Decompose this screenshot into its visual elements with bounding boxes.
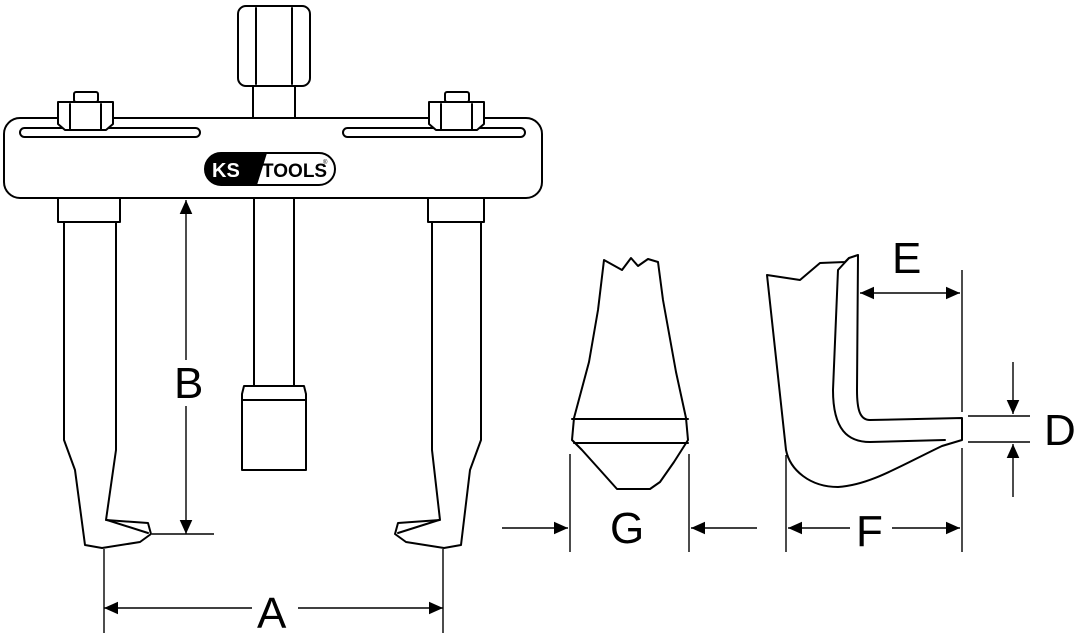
logo-ks-text: KS — [212, 160, 240, 182]
dimension-label-e: E — [892, 234, 921, 283]
logo-registered-mark: ® — [323, 159, 328, 166]
right-jaw — [394, 197, 485, 549]
jaw-front-view: G — [502, 257, 757, 553]
dimension-label-f: F — [856, 507, 883, 556]
dimension-label-a: A — [257, 589, 287, 638]
spindle-lower — [241, 197, 307, 471]
left-nut — [57, 91, 114, 131]
spindle-hex-head — [237, 5, 311, 87]
spindle-upper — [252, 85, 296, 119]
dimension-b: B — [152, 200, 214, 535]
dimension-label-b: B — [174, 359, 203, 408]
jaw-side-view: E D F — [766, 234, 1076, 556]
right-nut — [428, 91, 485, 131]
dimension-label-g: G — [610, 504, 644, 553]
left-jaw — [57, 197, 152, 549]
ks-tools-logo: KS TOOLS ® — [204, 152, 336, 186]
logo-tools-text: TOOLS — [262, 161, 327, 182]
dimension-label-d: D — [1044, 406, 1076, 455]
puller-assembly: KS TOOLS ® B — [3, 5, 543, 638]
dimension-a: A — [103, 549, 444, 638]
